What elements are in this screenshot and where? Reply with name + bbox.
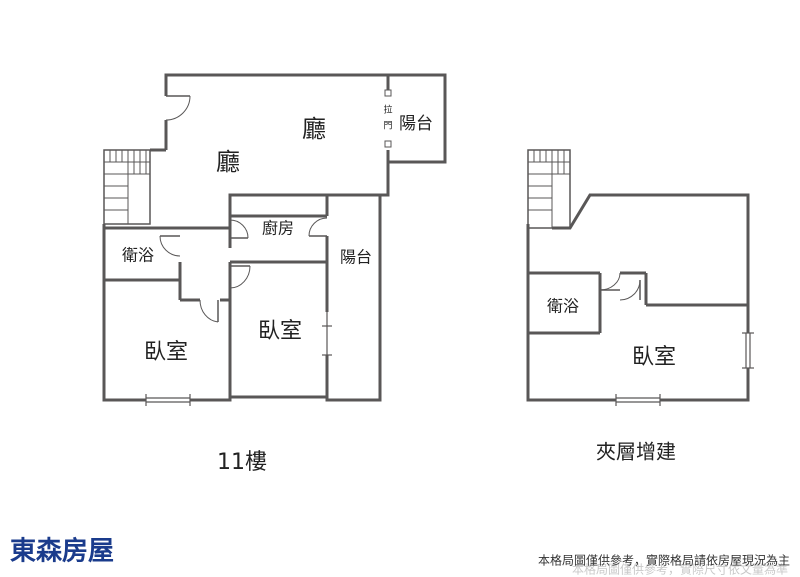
bath-door (159, 235, 181, 257)
mezzanine-stairs (527, 149, 571, 229)
floor-11-stairs (103, 149, 151, 225)
bedroom-left-window (145, 394, 191, 406)
entry-door (165, 95, 191, 121)
balcony-mid-door (308, 217, 328, 237)
brand-logo-text: 東森房屋 (10, 537, 114, 567)
mezz-right-window (742, 332, 754, 369)
mezz-room-label-bedroom: 臥室 (632, 345, 676, 370)
bedroom-right-window (322, 312, 332, 356)
mezz-room-label-bathroom: 衛浴 (547, 297, 579, 316)
sliding-door-label-2: 門 (383, 121, 392, 132)
watermark-text: 本格局圖僅供參考，實際尺寸依文量為準 (572, 562, 788, 577)
room-label-bathroom: 衛浴 (122, 246, 154, 265)
mezz-hall-door (619, 279, 641, 301)
room-label-bedroom-right: 臥室 (258, 319, 302, 344)
room-label-balcony-top: 陽台 (399, 114, 433, 134)
bedroom-right-door (229, 265, 251, 289)
kitchen-wall (228, 193, 380, 248)
room-label-kitchen: 廚房 (262, 219, 294, 238)
room-label-living-right: 廳 (302, 115, 326, 143)
room-label-balcony-mid: 陽台 (340, 248, 372, 267)
sliding-door-mark-bottom (384, 140, 392, 148)
room-label-bedroom-left: 臥室 (144, 340, 188, 365)
mezzanine-caption: 夾層增建 (596, 440, 676, 464)
floor-11-plan (102, 73, 447, 406)
floor-11-caption: 11樓 (217, 450, 267, 475)
sliding-door-mark-top (384, 89, 392, 97)
kitchen-door (229, 219, 249, 239)
sliding-door-label-1: 拉 (383, 104, 392, 116)
disclaimer-text: 本格局圖僅供參考，實際格局請依房屋現況為主 (538, 553, 790, 568)
room-label-living-left: 廳 (216, 148, 240, 176)
mezz-bottom-window (615, 394, 661, 406)
mezzanine-plan (526, 149, 754, 406)
bedroom-left-door (199, 299, 219, 323)
mezz-bath-door (599, 272, 621, 291)
